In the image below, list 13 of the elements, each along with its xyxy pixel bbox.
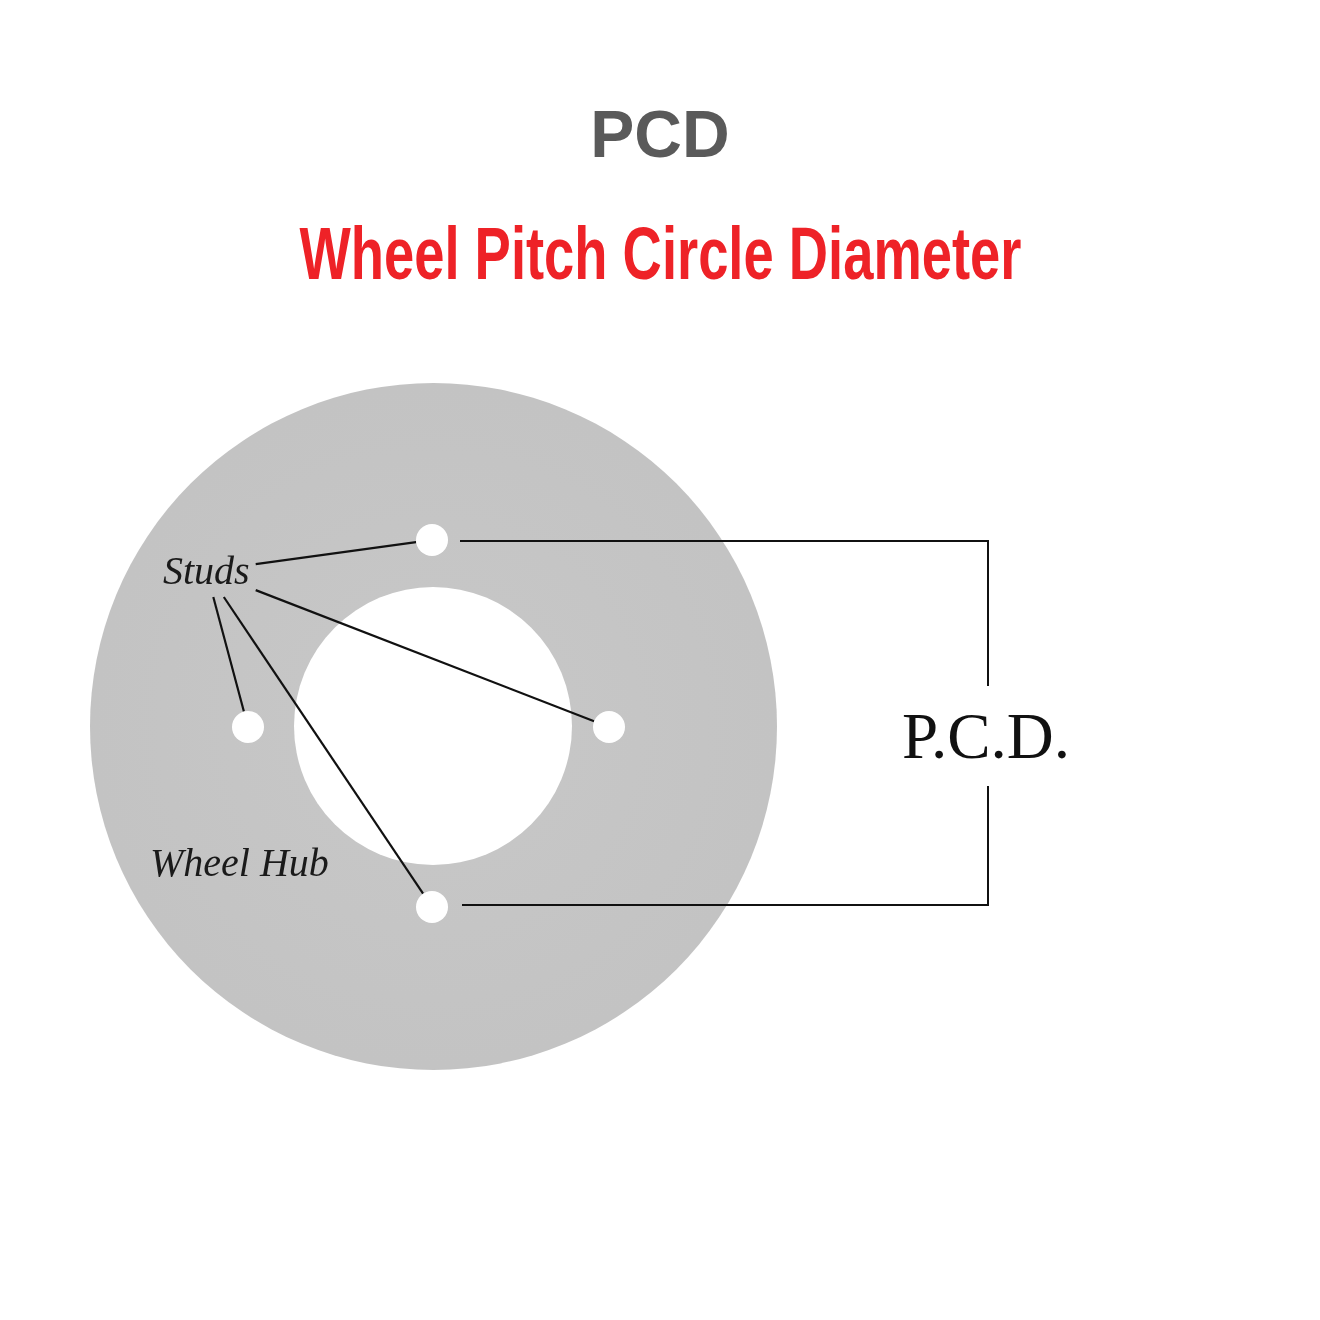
leader-line <box>255 589 595 723</box>
title: PCD <box>590 97 730 171</box>
leader-line <box>255 541 417 566</box>
leader-line <box>212 596 245 712</box>
stud-hole <box>593 711 625 743</box>
stud-hole <box>232 711 264 743</box>
studs-label: Studs <box>163 551 250 591</box>
subtitle: Wheel Pitch Circle Diameter <box>299 217 1021 291</box>
stud-hole <box>416 891 448 923</box>
stud-hole <box>416 524 448 556</box>
leader-line <box>222 596 424 895</box>
dimension-label: P.C.D. <box>902 704 1070 769</box>
hub-label: Wheel Hub <box>150 843 329 883</box>
